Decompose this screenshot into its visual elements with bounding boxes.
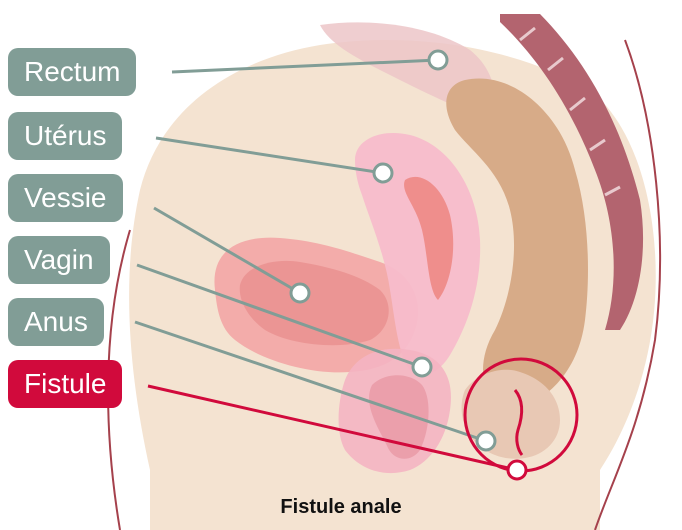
marker-anus [477, 432, 495, 450]
label-bladder: Vessie [8, 174, 123, 222]
marker-rectum [429, 51, 447, 69]
marker-fistula [508, 461, 526, 479]
diagram-caption: Fistule anale [0, 496, 682, 519]
label-uterus: Utérus [8, 112, 122, 160]
label-vagina: Vagin [8, 236, 110, 284]
marker-uterus [374, 164, 392, 182]
marker-vagina [413, 358, 431, 376]
label-fistula: Fistule [8, 360, 122, 408]
marker-bladder [291, 284, 309, 302]
label-anus: Anus [8, 298, 104, 346]
label-rectum: Rectum [8, 48, 136, 96]
